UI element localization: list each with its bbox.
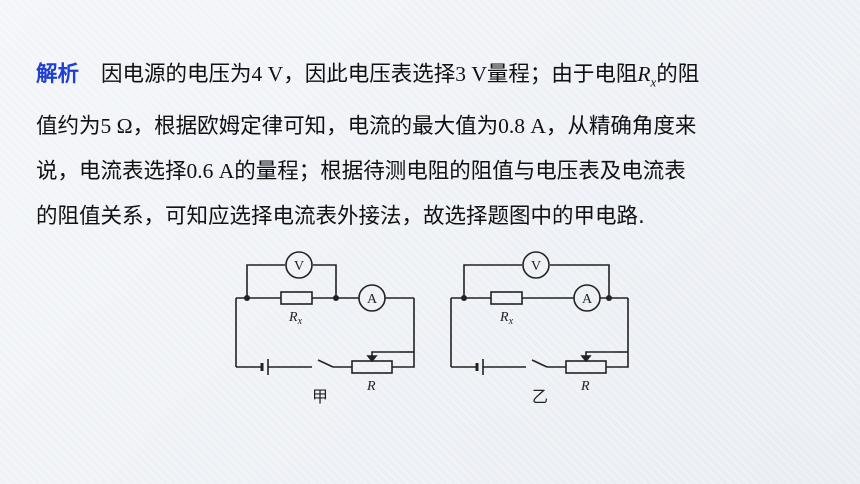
junction-dot xyxy=(333,295,339,301)
analysis-line-1: 解析因电源的电压为4 V，因此电压表选择3 V量程；由于电阻Rx的阻 xyxy=(36,52,826,104)
caption-right: 乙 xyxy=(532,387,548,406)
circuit-left xyxy=(235,251,415,375)
ammeter-label-left: A xyxy=(367,292,378,307)
analysis-label: 解析 xyxy=(36,62,80,87)
text: 值约为 xyxy=(36,114,101,140)
analysis-line-3: 说，电流表选择0.6 A的量程；根据待测电阻的阻值与电压表及电流表 xyxy=(36,149,826,194)
resistor-label-left: Rx xyxy=(288,310,303,327)
text: ，根据欧姆定律可知，电流的最大值为 xyxy=(132,114,499,140)
text: 量程；由于电阻 xyxy=(486,62,638,87)
circuit-right xyxy=(450,251,629,375)
text: ，因此电压表选择 xyxy=(283,62,456,87)
rheostat-label-right: R xyxy=(580,379,590,394)
rx-symbol: R xyxy=(637,62,651,86)
junction-dot xyxy=(244,295,250,301)
rheostat-label-left: R xyxy=(366,379,376,394)
text: 说，电流表选择 xyxy=(36,159,187,185)
text: 的量程；根据待测电阻的阻值与电压表及电流表 xyxy=(234,159,686,185)
rx-subscript: x xyxy=(650,74,657,90)
value-ammeter-range: 0.6 A xyxy=(186,159,235,184)
junction-dot xyxy=(461,295,467,301)
value-voltmeter-range: 3 V xyxy=(455,62,487,86)
text: 因电源的电压为 xyxy=(101,62,252,87)
resistor-label-right: Rx xyxy=(499,310,514,327)
junction-dot xyxy=(606,295,612,301)
text: 的阻 xyxy=(656,62,700,87)
analysis-line-4: 的阻值关系，可知应选择电流表外接法，故选择题图中的甲电路. xyxy=(36,204,645,230)
analysis-line-2: 值约为5 Ω，根据欧姆定律可知，电流的最大值为0.8 A，从精确角度来 xyxy=(36,104,826,149)
text: ，从精确角度来 xyxy=(545,114,697,140)
value-voltage-source: 4 V xyxy=(251,62,284,86)
caption-left: 甲 xyxy=(312,387,328,406)
value-max-current: 0.8 A xyxy=(498,114,546,139)
voltmeter-label-right: V xyxy=(531,259,541,274)
ammeter-label-right: A xyxy=(582,292,593,307)
value-resistance: 5 Ω xyxy=(100,114,133,139)
analysis-paragraph: 解析因电源的电压为4 V，因此电压表选择3 V量程；由于电阻Rx的阻 值约为5 … xyxy=(36,52,826,239)
voltmeter-label-left: V xyxy=(294,259,304,274)
